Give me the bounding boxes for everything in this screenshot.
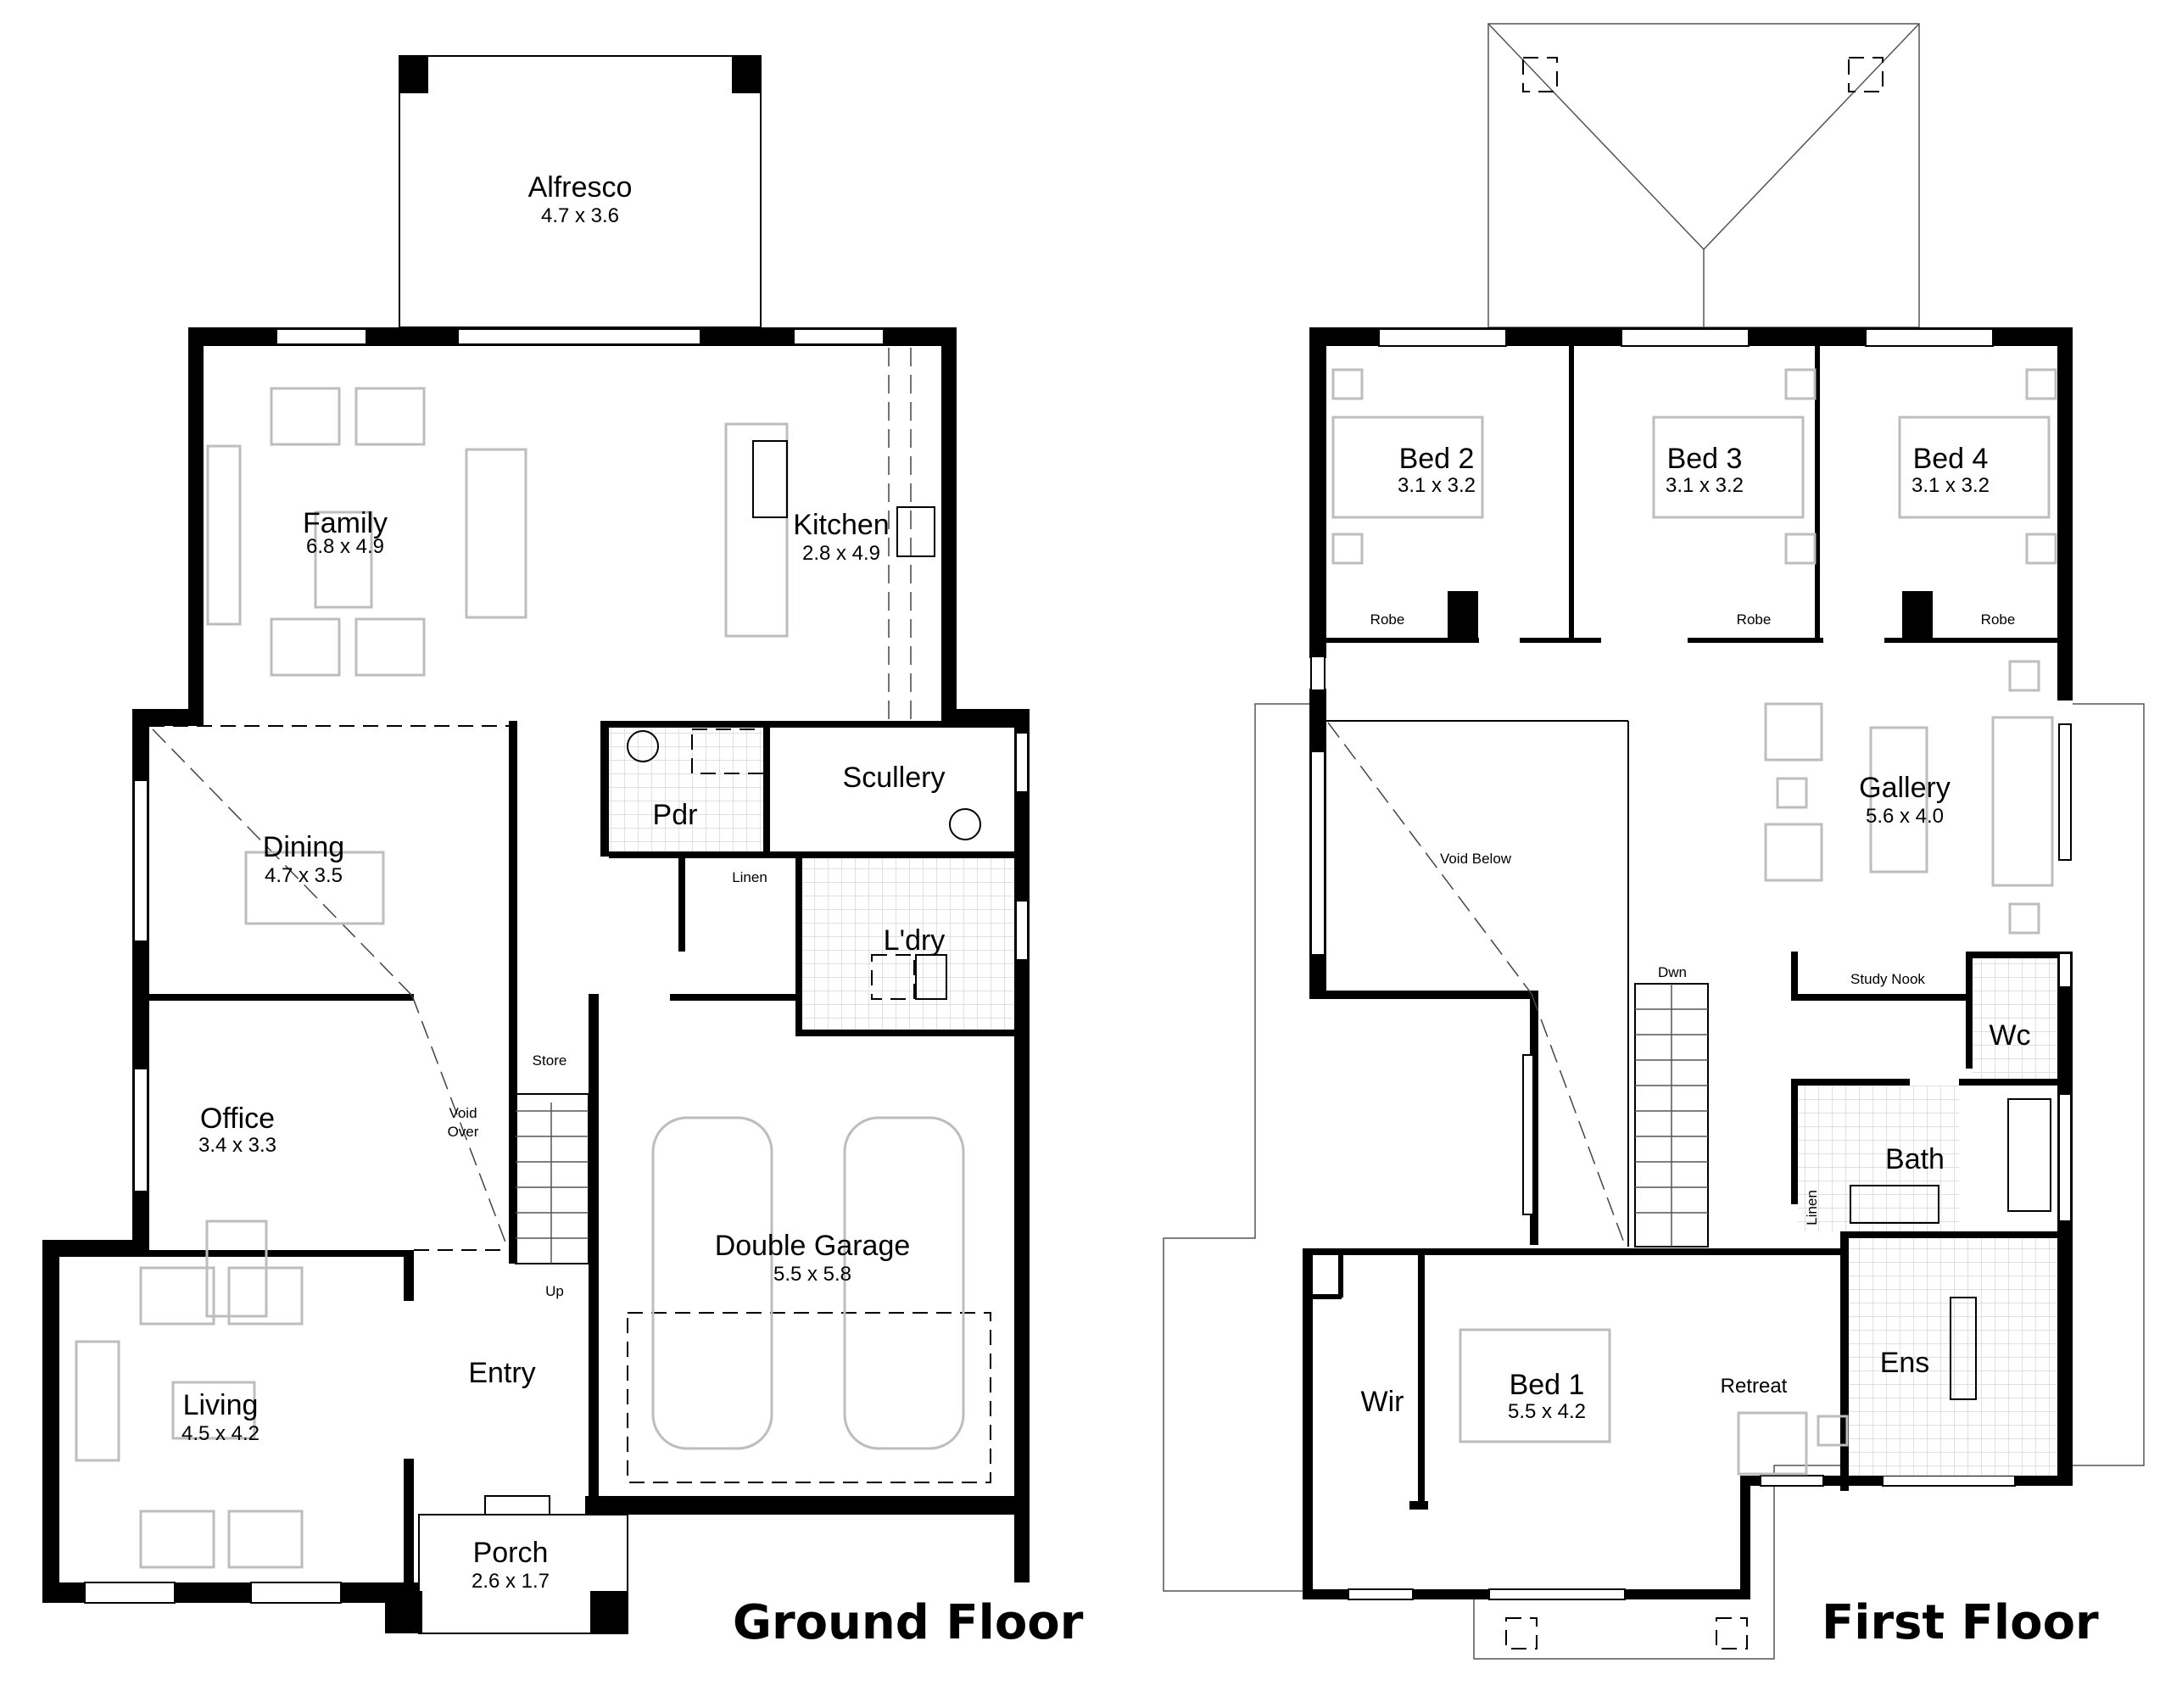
pdr-tiles bbox=[609, 728, 763, 851]
void-over-line1: Void bbox=[449, 1105, 477, 1121]
stairs-down-label: Dwn bbox=[1658, 964, 1687, 980]
room-name-dining: Dining bbox=[263, 831, 344, 863]
room-dims-bed3: 3.1 x 3.2 bbox=[1666, 474, 1744, 497]
room-name-bed3: Bed 3 bbox=[1667, 443, 1743, 475]
room-dims-porch: 2.6 x 1.7 bbox=[472, 1570, 550, 1593]
room-name-porch: Porch bbox=[473, 1537, 549, 1569]
room-name-study-nook: Study Nook bbox=[1850, 971, 1925, 987]
ground-walls bbox=[42, 327, 1030, 1603]
room-name-bed1: Bed 1 bbox=[1510, 1369, 1585, 1401]
ground-labels: Alfresco 4.7 x 3.6 Family 6.8 x 4.9 Kitc… bbox=[181, 171, 1084, 1650]
room-dims-alfresco: 4.7 x 3.6 bbox=[541, 204, 619, 227]
bath-tiles bbox=[1798, 1086, 1959, 1231]
room-dims-kitchen: 2.8 x 4.9 bbox=[802, 542, 880, 565]
first-floor-title: First Floor bbox=[1822, 1595, 2099, 1650]
roof-outline bbox=[1487, 23, 1920, 328]
ensuite-tiles bbox=[1849, 1238, 2057, 1476]
first-labels: Bed 2 3.1 x 3.2 Bed 3 3.1 x 3.2 Bed 4 3.… bbox=[1361, 443, 2100, 1650]
room-name-double-garage: Double Garage bbox=[715, 1230, 911, 1262]
laundry-tiles bbox=[802, 858, 1014, 1030]
room-dims-dining: 4.7 x 3.5 bbox=[265, 864, 343, 887]
void-over-line2: Over bbox=[448, 1124, 479, 1140]
room-name-living: Living bbox=[183, 1389, 259, 1421]
void-below-area bbox=[1326, 720, 1629, 1247]
room-dims-gallery: 5.6 x 4.0 bbox=[1866, 805, 1944, 828]
ground-furniture bbox=[75, 387, 981, 1569]
robe-label-bed3: Robe bbox=[1737, 611, 1772, 628]
room-name-laundry: L'dry bbox=[884, 924, 946, 957]
room-name-ensuite: Ens bbox=[1880, 1347, 1930, 1379]
ground-floor-title: Ground Floor bbox=[733, 1595, 1084, 1650]
room-name-store: Store bbox=[533, 1052, 567, 1069]
first-floor: Bed 2 3.1 x 3.2 Bed 3 3.1 x 3.2 Bed 4 3.… bbox=[1163, 23, 2145, 1660]
porch-area bbox=[385, 1514, 628, 1634]
first-furniture bbox=[1331, 368, 2057, 1476]
stairs-up-label: Up bbox=[545, 1283, 564, 1299]
room-name-kitchen: Kitchen bbox=[793, 509, 889, 541]
first-windows bbox=[1310, 328, 2072, 1600]
void-below-label: Void Below bbox=[1440, 851, 1512, 867]
ground-windows bbox=[84, 328, 1029, 1604]
first-walls bbox=[1303, 327, 2073, 1599]
room-dims-family: 6.8 x 4.9 bbox=[306, 535, 384, 558]
room-name-linen: Linen bbox=[732, 869, 767, 885]
lower-roof-outline bbox=[1163, 703, 2145, 1660]
stairs-up[interactable] bbox=[515, 1093, 589, 1264]
room-dims-double-garage: 5.5 x 5.8 bbox=[773, 1263, 851, 1286]
room-name-wc: Wc bbox=[1989, 1019, 2030, 1052]
robe-label-bed2: Robe bbox=[1370, 611, 1405, 628]
room-dims-bed1: 5.5 x 4.2 bbox=[1508, 1400, 1586, 1423]
stairs-down[interactable] bbox=[1634, 983, 1709, 1248]
ground-dashes bbox=[149, 348, 991, 1483]
room-name-pdr: Pdr bbox=[653, 799, 698, 831]
room-name-gallery: Gallery bbox=[1859, 772, 1951, 804]
wc-tiles bbox=[1973, 958, 2057, 1079]
room-dims-bed4: 3.1 x 3.2 bbox=[1911, 474, 1990, 497]
room-name-entry: Entry bbox=[468, 1357, 535, 1389]
room-dims-bed2: 3.1 x 3.2 bbox=[1398, 474, 1476, 497]
room-name-bed2: Bed 2 bbox=[1399, 443, 1475, 475]
room-name-scullery: Scullery bbox=[843, 762, 946, 794]
room-name-linen-ff: Linen bbox=[1804, 1190, 1820, 1225]
room-name-retreat: Retreat bbox=[1721, 1375, 1788, 1398]
room-name-office: Office bbox=[200, 1102, 275, 1135]
ground-floor: Alfresco 4.7 x 3.6 Family 6.8 x 4.9 Kitc… bbox=[42, 55, 1084, 1650]
room-name-bed4: Bed 4 bbox=[1913, 443, 1989, 475]
room-dims-office: 3.4 x 3.3 bbox=[198, 1134, 276, 1157]
room-name-bath: Bath bbox=[1885, 1143, 1945, 1175]
room-dims-living: 4.5 x 4.2 bbox=[181, 1422, 260, 1445]
room-name-alfresco: Alfresco bbox=[528, 171, 633, 204]
room-name-wir: Wir bbox=[1361, 1386, 1404, 1418]
robe-label-bed4: Robe bbox=[1981, 611, 2016, 628]
room-name-family: Family bbox=[303, 507, 388, 539]
